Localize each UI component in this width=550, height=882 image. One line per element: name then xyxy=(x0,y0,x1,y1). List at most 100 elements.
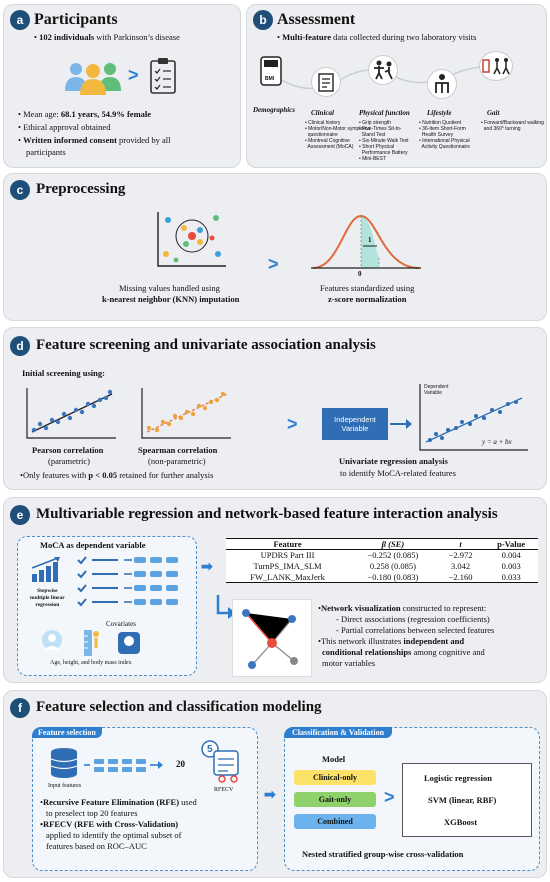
rfecv-icon xyxy=(201,740,239,783)
rfecv-line3: features based on ROC–AUC xyxy=(46,841,147,851)
regression-equation: y = a + bx xyxy=(482,438,512,446)
knn-scatter-icon xyxy=(157,212,226,267)
people-icon xyxy=(65,63,121,95)
model-combined: Combined xyxy=(294,814,376,829)
results-table: Feature β (SE) t p-Value UPDRS Part III−… xyxy=(226,538,538,583)
panel-label: c xyxy=(10,180,30,200)
p-value-note: •Only features with p < 0.05 retained fo… xyxy=(20,470,214,480)
five-label: 5 xyxy=(207,744,213,755)
table-header: Feature β (SE) t p-Value xyxy=(226,538,538,550)
panel-title: Feature screening and univariate associa… xyxy=(36,337,376,353)
rfe-line2: to preselect top 20 features xyxy=(46,808,138,818)
ethical-approval: • Ethical approval obtained xyxy=(18,122,111,132)
gait-icon xyxy=(482,58,510,75)
zero-label: 0 xyxy=(358,270,362,278)
database-icon xyxy=(50,748,78,778)
classifier-box xyxy=(402,763,532,837)
classifier-svm: SVM (linear, RBF) xyxy=(428,795,497,805)
clipboard-icon xyxy=(150,58,176,94)
gait-icon-bg xyxy=(479,51,513,81)
zscore-line2: z-score normalization xyxy=(328,294,407,304)
arrow-icon: > xyxy=(384,787,395,807)
network-desc-1: •Network visualization constructed to re… xyxy=(318,603,487,613)
initial-screening: Initial screening using: xyxy=(22,368,105,378)
network-desc-6: motor variables xyxy=(322,658,376,668)
clinical-icon xyxy=(318,73,334,92)
panel-label: b xyxy=(253,10,273,30)
model-clinical-only: Clinical-only xyxy=(294,770,376,785)
normal-curve-icon xyxy=(311,214,421,269)
physical-icon-bg xyxy=(368,55,398,85)
sd-one: 1 xyxy=(368,236,372,244)
classifier-logistic: Logistic regression xyxy=(424,773,492,783)
spearman-scatter xyxy=(141,388,231,439)
input-features-label: Input features xyxy=(48,783,82,789)
regression-table: Feature β (SE) t p-Value UPDRS Part III−… xyxy=(226,538,538,583)
zscore-line1: Features standardized using xyxy=(320,283,415,293)
lifestyle-icon xyxy=(435,74,449,93)
consent-cont: participants xyxy=(26,147,66,157)
arrow-icon: > xyxy=(287,414,298,434)
spearman-sub: (non-parametric) xyxy=(148,456,206,466)
panel-classification: f Feature selection and classification m… xyxy=(3,690,547,878)
network-desc-4: •This network illustrates independent an… xyxy=(318,636,465,646)
knn-line2: k-nearest neighbor (KNN) imputation xyxy=(102,294,240,304)
panel-title: Multivariable regression and network-bas… xyxy=(36,506,498,522)
physical-items: • Grip strength • Five-Times Sit-to- Sta… xyxy=(359,120,409,162)
panel-screening: d Feature screening and univariate assoc… xyxy=(3,327,547,490)
cat-demographics: Demographics xyxy=(253,106,295,114)
model-gait-only: Gait-only xyxy=(294,792,376,807)
arrow-icon: ➡ xyxy=(201,558,213,574)
panel-label: e xyxy=(10,505,30,525)
bmi-text: BMI xyxy=(265,76,275,82)
assessment-headline: • Multi-feature data collected during tw… xyxy=(277,32,477,42)
panel-label: a xyxy=(10,10,30,30)
arrow-icon: ➡ xyxy=(264,786,276,802)
model-label: Model xyxy=(322,754,346,764)
network-desc-5: conditional relationships among cognitiv… xyxy=(322,647,485,657)
panel-assessment: b Assessment • Multi-feature data collec… xyxy=(246,4,547,168)
cat-physical: Physical function xyxy=(359,109,410,117)
clinical-icon-bg xyxy=(311,67,341,97)
cat-clinical: Clinical xyxy=(311,109,334,117)
panel-participants: a Participants • 102 individuals with Pa… xyxy=(3,4,241,168)
classifier-xgboost: XGBoost xyxy=(444,817,478,827)
bar-growth-icon xyxy=(31,557,60,582)
knn-line1: Missing values handled using xyxy=(119,283,220,293)
univariate-sub: to identify MoCA-related features xyxy=(340,468,456,478)
feature-selection-header: Feature selection xyxy=(32,727,102,738)
panel-title: Participants xyxy=(34,11,118,28)
moca-title: MoCA as dependent variable xyxy=(40,540,146,550)
covariates-label: Covariates xyxy=(106,620,136,628)
network-desc-2: - Direct associations (regression coeffi… xyxy=(336,614,490,624)
panel-label: f xyxy=(10,698,30,718)
univariate-label: Univariate regression analysis xyxy=(339,456,448,466)
twenty-label: 20 xyxy=(176,759,185,769)
clinical-items: • Clinical history • Motor/Non-Motor sym… xyxy=(305,120,371,150)
spearman-label: Spearman correlation xyxy=(138,445,218,455)
feature-arrows-icon xyxy=(84,759,163,772)
panel-multivariable: e Multivariable regression and network-b… xyxy=(3,497,547,683)
arrow-icon: > xyxy=(268,254,279,274)
pearson-scatter xyxy=(26,388,116,439)
rfecv-line1: •RFECV (RFE with Cross-Validation) xyxy=(40,819,179,829)
network-desc-3: - Partial correlations between selected … xyxy=(336,625,495,635)
panel-title: Assessment xyxy=(277,11,356,28)
rfe-line1: •Recursive Feature Elimination (RFE) use… xyxy=(40,797,197,807)
covariates-note: Age, height, and body mass index xyxy=(50,660,132,666)
cat-gait: Gait xyxy=(487,109,500,117)
regression-plot xyxy=(419,384,528,451)
iv-arrow xyxy=(390,419,412,429)
consent: • Written informed consent provided by a… xyxy=(18,135,171,145)
gait-items: • Forward/Backward walking and 360° turn… xyxy=(481,120,544,132)
panel-title: Preprocessing xyxy=(36,181,126,197)
fitness-icon xyxy=(374,60,393,80)
panel-title: Feature selection and classification mod… xyxy=(36,699,322,715)
network-graph-svg xyxy=(242,609,298,669)
lifestyle-items: • Nutrition Quotient • 36-Item Short-For… xyxy=(419,120,470,150)
